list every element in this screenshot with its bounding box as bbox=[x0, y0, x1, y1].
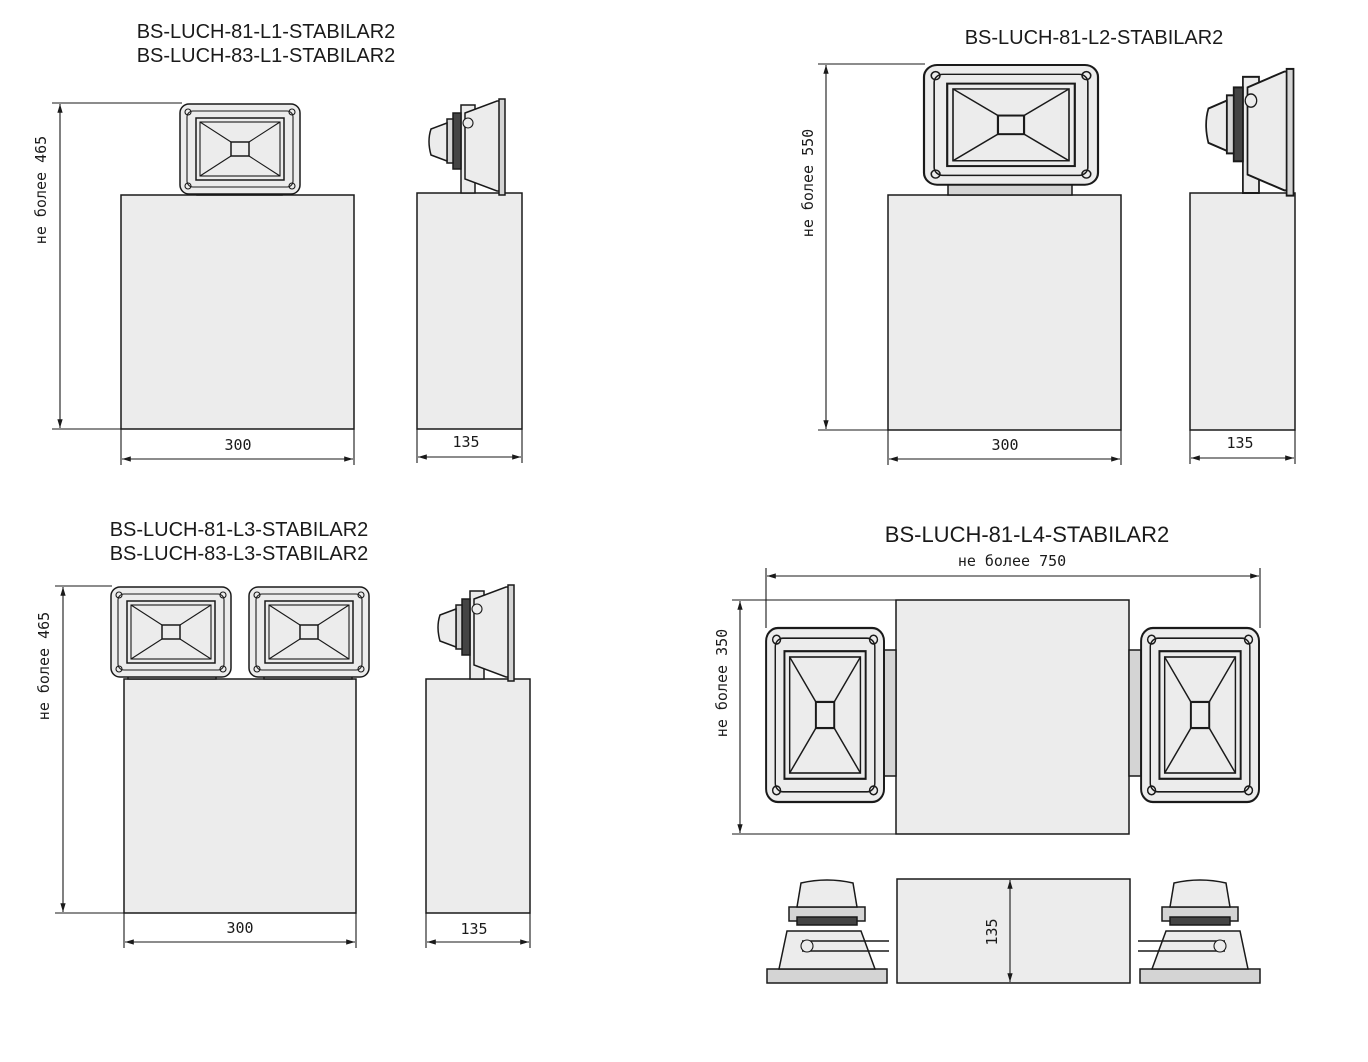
l4-floodlight-left bbox=[765, 626, 886, 804]
l2-floodlight-side bbox=[1205, 67, 1295, 197]
panel-l3-title-1: BS-LUCH-81-L3-STABILAR2 bbox=[110, 519, 369, 541]
l2-depth-label: 135 bbox=[1226, 434, 1253, 452]
l3-floodlight-side bbox=[437, 584, 515, 682]
l4-floodlight-top-right bbox=[1137, 879, 1261, 984]
l2-front-body bbox=[887, 194, 1122, 431]
l1-floodlight-side bbox=[428, 98, 506, 196]
l2-floodlight-front bbox=[922, 63, 1100, 186]
panel-l4: BS-LUCH-81-L4-STABILAR2 не более 750 не … bbox=[713, 522, 1261, 984]
panel-l1-title-1: BS-LUCH-81-L1-STABILAR2 bbox=[137, 21, 396, 43]
l4-depth-label: 135 bbox=[983, 918, 1001, 945]
l4-floodlight-top-left bbox=[766, 879, 890, 984]
l4-bottom-body bbox=[896, 878, 1131, 984]
panel-l1: BS-LUCH-81-L1-STABILAR2 BS-LUCH-83-L1-ST… bbox=[32, 21, 523, 465]
l2-side-body bbox=[1189, 192, 1296, 431]
l4-front-body bbox=[895, 599, 1130, 835]
l4-floodlight-right bbox=[1140, 626, 1261, 804]
l1-width-label: 300 bbox=[224, 436, 251, 454]
panel-l3: BS-LUCH-81-L3-STABILAR2 BS-LUCH-83-L3-ST… bbox=[35, 519, 531, 948]
l1-depth-label: 135 bbox=[452, 433, 479, 451]
l2-height-label: не более 550 bbox=[799, 129, 817, 237]
l3-depth-label: 135 bbox=[460, 920, 487, 938]
l1-height-label: не более 465 bbox=[32, 136, 50, 244]
panel-l3-title-2: BS-LUCH-83-L3-STABILAR2 bbox=[110, 543, 369, 565]
l3-floodlight-front-right bbox=[248, 586, 370, 678]
l4-bracket-right bbox=[1128, 649, 1142, 777]
l2-width-label: 300 bbox=[991, 436, 1018, 454]
l3-side-body bbox=[425, 678, 531, 914]
l4-width-label: не более 750 bbox=[958, 552, 1066, 570]
l1-side-body bbox=[416, 192, 523, 430]
l1-front-body bbox=[120, 194, 355, 430]
l3-front-body bbox=[123, 678, 357, 914]
panel-l1-title-2: BS-LUCH-83-L1-STABILAR2 bbox=[137, 45, 396, 67]
panel-l2: BS-LUCH-81-L2-STABILAR2 не более 550 300… bbox=[799, 27, 1296, 465]
l4-bracket-left bbox=[883, 649, 897, 777]
l1-floodlight-front bbox=[179, 103, 301, 195]
l4-height-label: не более 350 bbox=[713, 629, 731, 737]
panel-l4-title-1: BS-LUCH-81-L4-STABILAR2 bbox=[885, 522, 1169, 547]
panel-l2-title-1: BS-LUCH-81-L2-STABILAR2 bbox=[965, 27, 1224, 49]
l3-width-label: 300 bbox=[226, 919, 253, 937]
l3-floodlight-front-left bbox=[110, 586, 232, 678]
l3-height-label: не более 465 bbox=[35, 612, 53, 720]
